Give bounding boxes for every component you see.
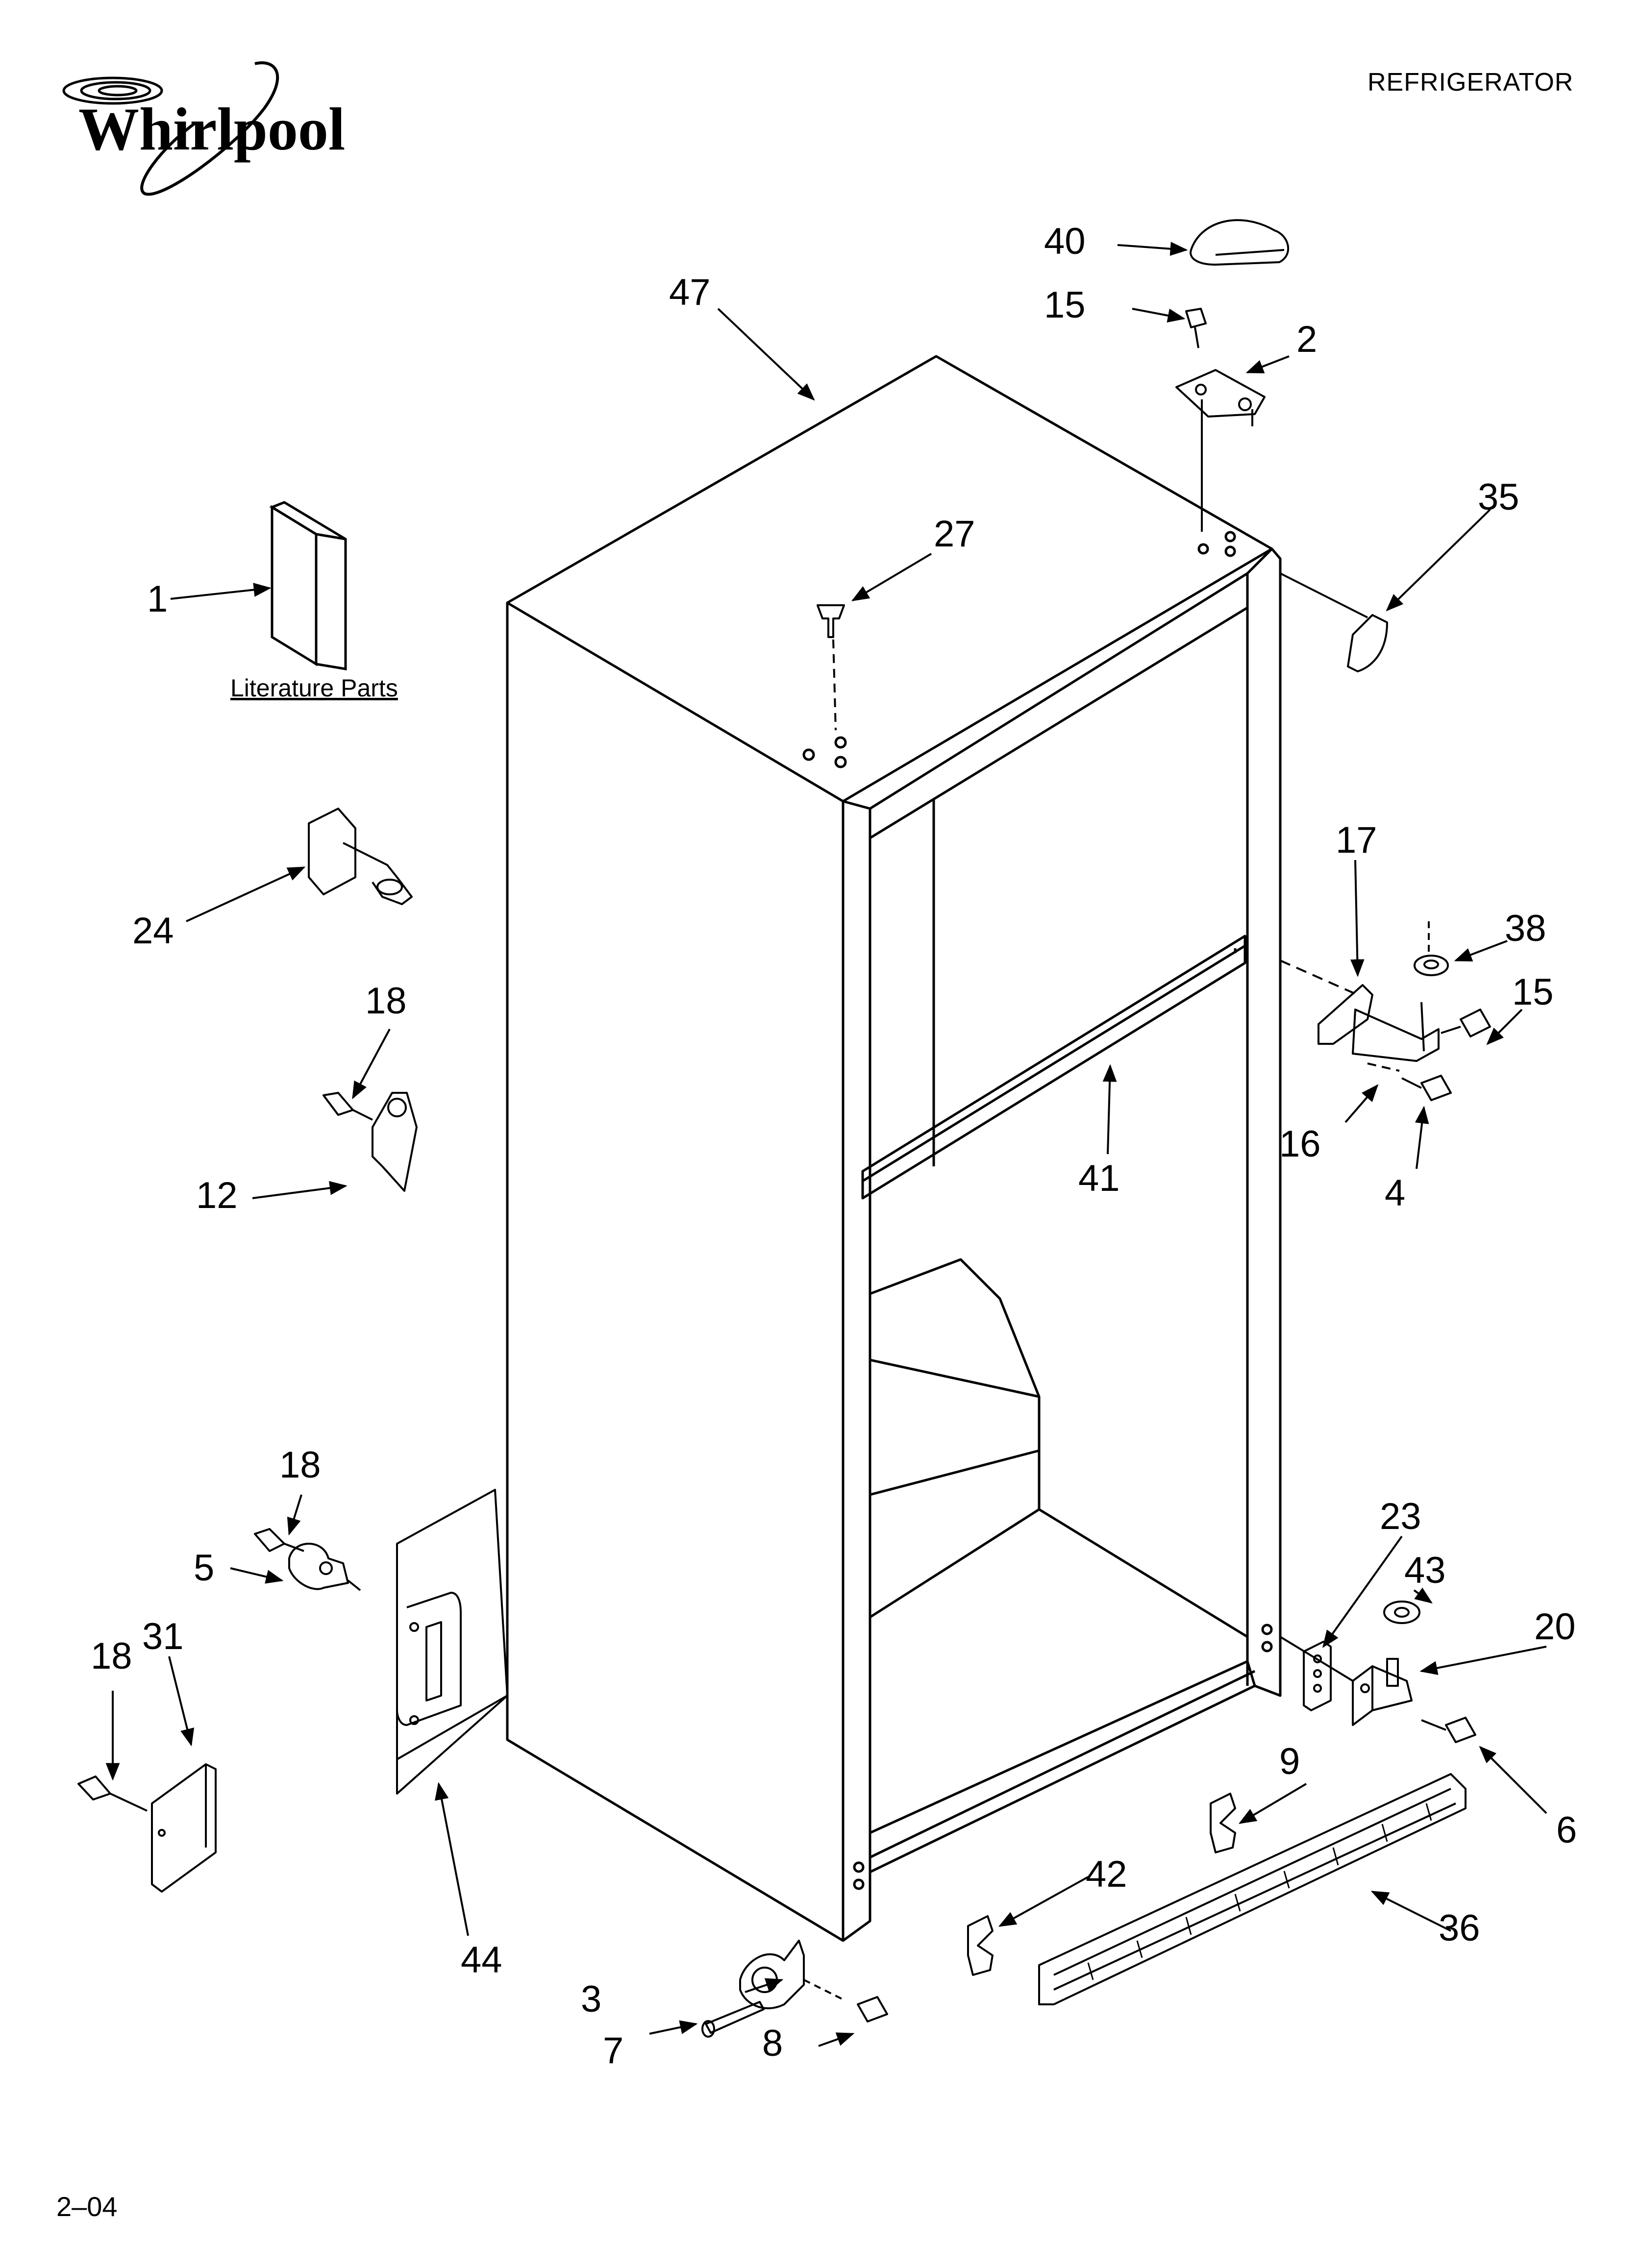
callout-35: 35 — [1478, 476, 1519, 518]
callout-44: 44 — [461, 1939, 502, 1981]
callout-43: 43 — [1404, 1550, 1446, 1591]
callout-23: 23 — [1380, 1496, 1421, 1537]
hinge-cover-40 — [1190, 219, 1289, 266]
bottom-hinge-20 — [1279, 1636, 1413, 1726]
literature-parts-1 — [269, 501, 347, 670]
cover-31 — [151, 1763, 217, 1893]
callout-12: 12 — [196, 1175, 238, 1216]
callout-38: 38 — [1505, 908, 1546, 949]
bracket-44 — [396, 1489, 508, 1795]
washer-38 — [1414, 921, 1449, 976]
trim-leader-line — [1280, 572, 1368, 618]
callout-40: 40 — [1044, 221, 1086, 262]
top-hinge-2 — [1175, 369, 1266, 426]
callout-17: 17 — [1336, 819, 1377, 861]
callout-18-upper: 18 — [365, 980, 407, 1022]
callout-15-mid: 15 — [1512, 971, 1554, 1013]
grille-36 — [1038, 1773, 1467, 2005]
callout-16: 16 — [1279, 1123, 1321, 1165]
callout-9: 9 — [1279, 1741, 1300, 1782]
callout-36: 36 — [1439, 1907, 1480, 1949]
bracket-23 — [1303, 1641, 1332, 1711]
callout-labels: 1 2 3 4 5 6 7 8 9 12 15 15 16 17 18 18 1… — [91, 221, 1577, 2071]
callout-47: 47 — [669, 271, 711, 313]
callout-24: 24 — [132, 910, 174, 952]
callout-5: 5 — [194, 1547, 214, 1589]
screw-15-mid — [1441, 1009, 1491, 1037]
part-24 — [308, 808, 413, 905]
pin-7 — [701, 2001, 765, 2038]
hinge-trim-35 — [1347, 614, 1388, 672]
callout-1: 1 — [147, 578, 168, 620]
callout-18-left: 18 — [279, 1444, 321, 1486]
leader-arrows — [105, 242, 1547, 2047]
callout-20: 20 — [1534, 1606, 1576, 1648]
brand-wordmark: Whirlpool — [78, 96, 345, 163]
callout-6: 6 — [1556, 1809, 1577, 1851]
callout-42: 42 — [1086, 1853, 1127, 1895]
center-hinge-17 — [1280, 960, 1440, 1072]
screw-18-upper — [323, 1092, 373, 1121]
callout-15-top: 15 — [1044, 284, 1086, 326]
page-code: 2–04 — [56, 2191, 118, 2222]
screw-18-lower — [77, 1775, 148, 1812]
callout-41: 41 — [1078, 1158, 1120, 1199]
clip-12 — [372, 1092, 418, 1192]
callout-27: 27 — [934, 513, 975, 555]
screw-15-top — [1185, 308, 1207, 348]
screw-8 — [857, 1996, 888, 2022]
plug-27 — [817, 604, 845, 731]
screw-4 — [1401, 1075, 1452, 1101]
screw-18-left — [254, 1528, 304, 1552]
clamp-5 — [288, 1543, 361, 1591]
page-title: REFRIGERATOR — [1368, 68, 1574, 97]
washer-43 — [1383, 1601, 1420, 1624]
callout-3: 3 — [581, 1978, 601, 2020]
literature-parts-label: Literature Parts — [230, 674, 398, 702]
callout-7: 7 — [603, 2030, 623, 2071]
clip-9 — [1210, 1793, 1236, 1853]
whirlpool-logo: Whirlpool — [62, 61, 345, 196]
callout-31: 31 — [142, 1616, 184, 1657]
callout-18-lower: 18 — [91, 1635, 132, 1677]
callout-4: 4 — [1385, 1172, 1405, 1214]
cabinet-47 — [506, 355, 1282, 1942]
callout-2: 2 — [1296, 319, 1317, 360]
screw-6 — [1421, 1717, 1476, 1743]
roller-3 — [739, 1940, 844, 2009]
callout-8: 8 — [762, 2022, 783, 2064]
clip-42 — [967, 1915, 994, 1976]
